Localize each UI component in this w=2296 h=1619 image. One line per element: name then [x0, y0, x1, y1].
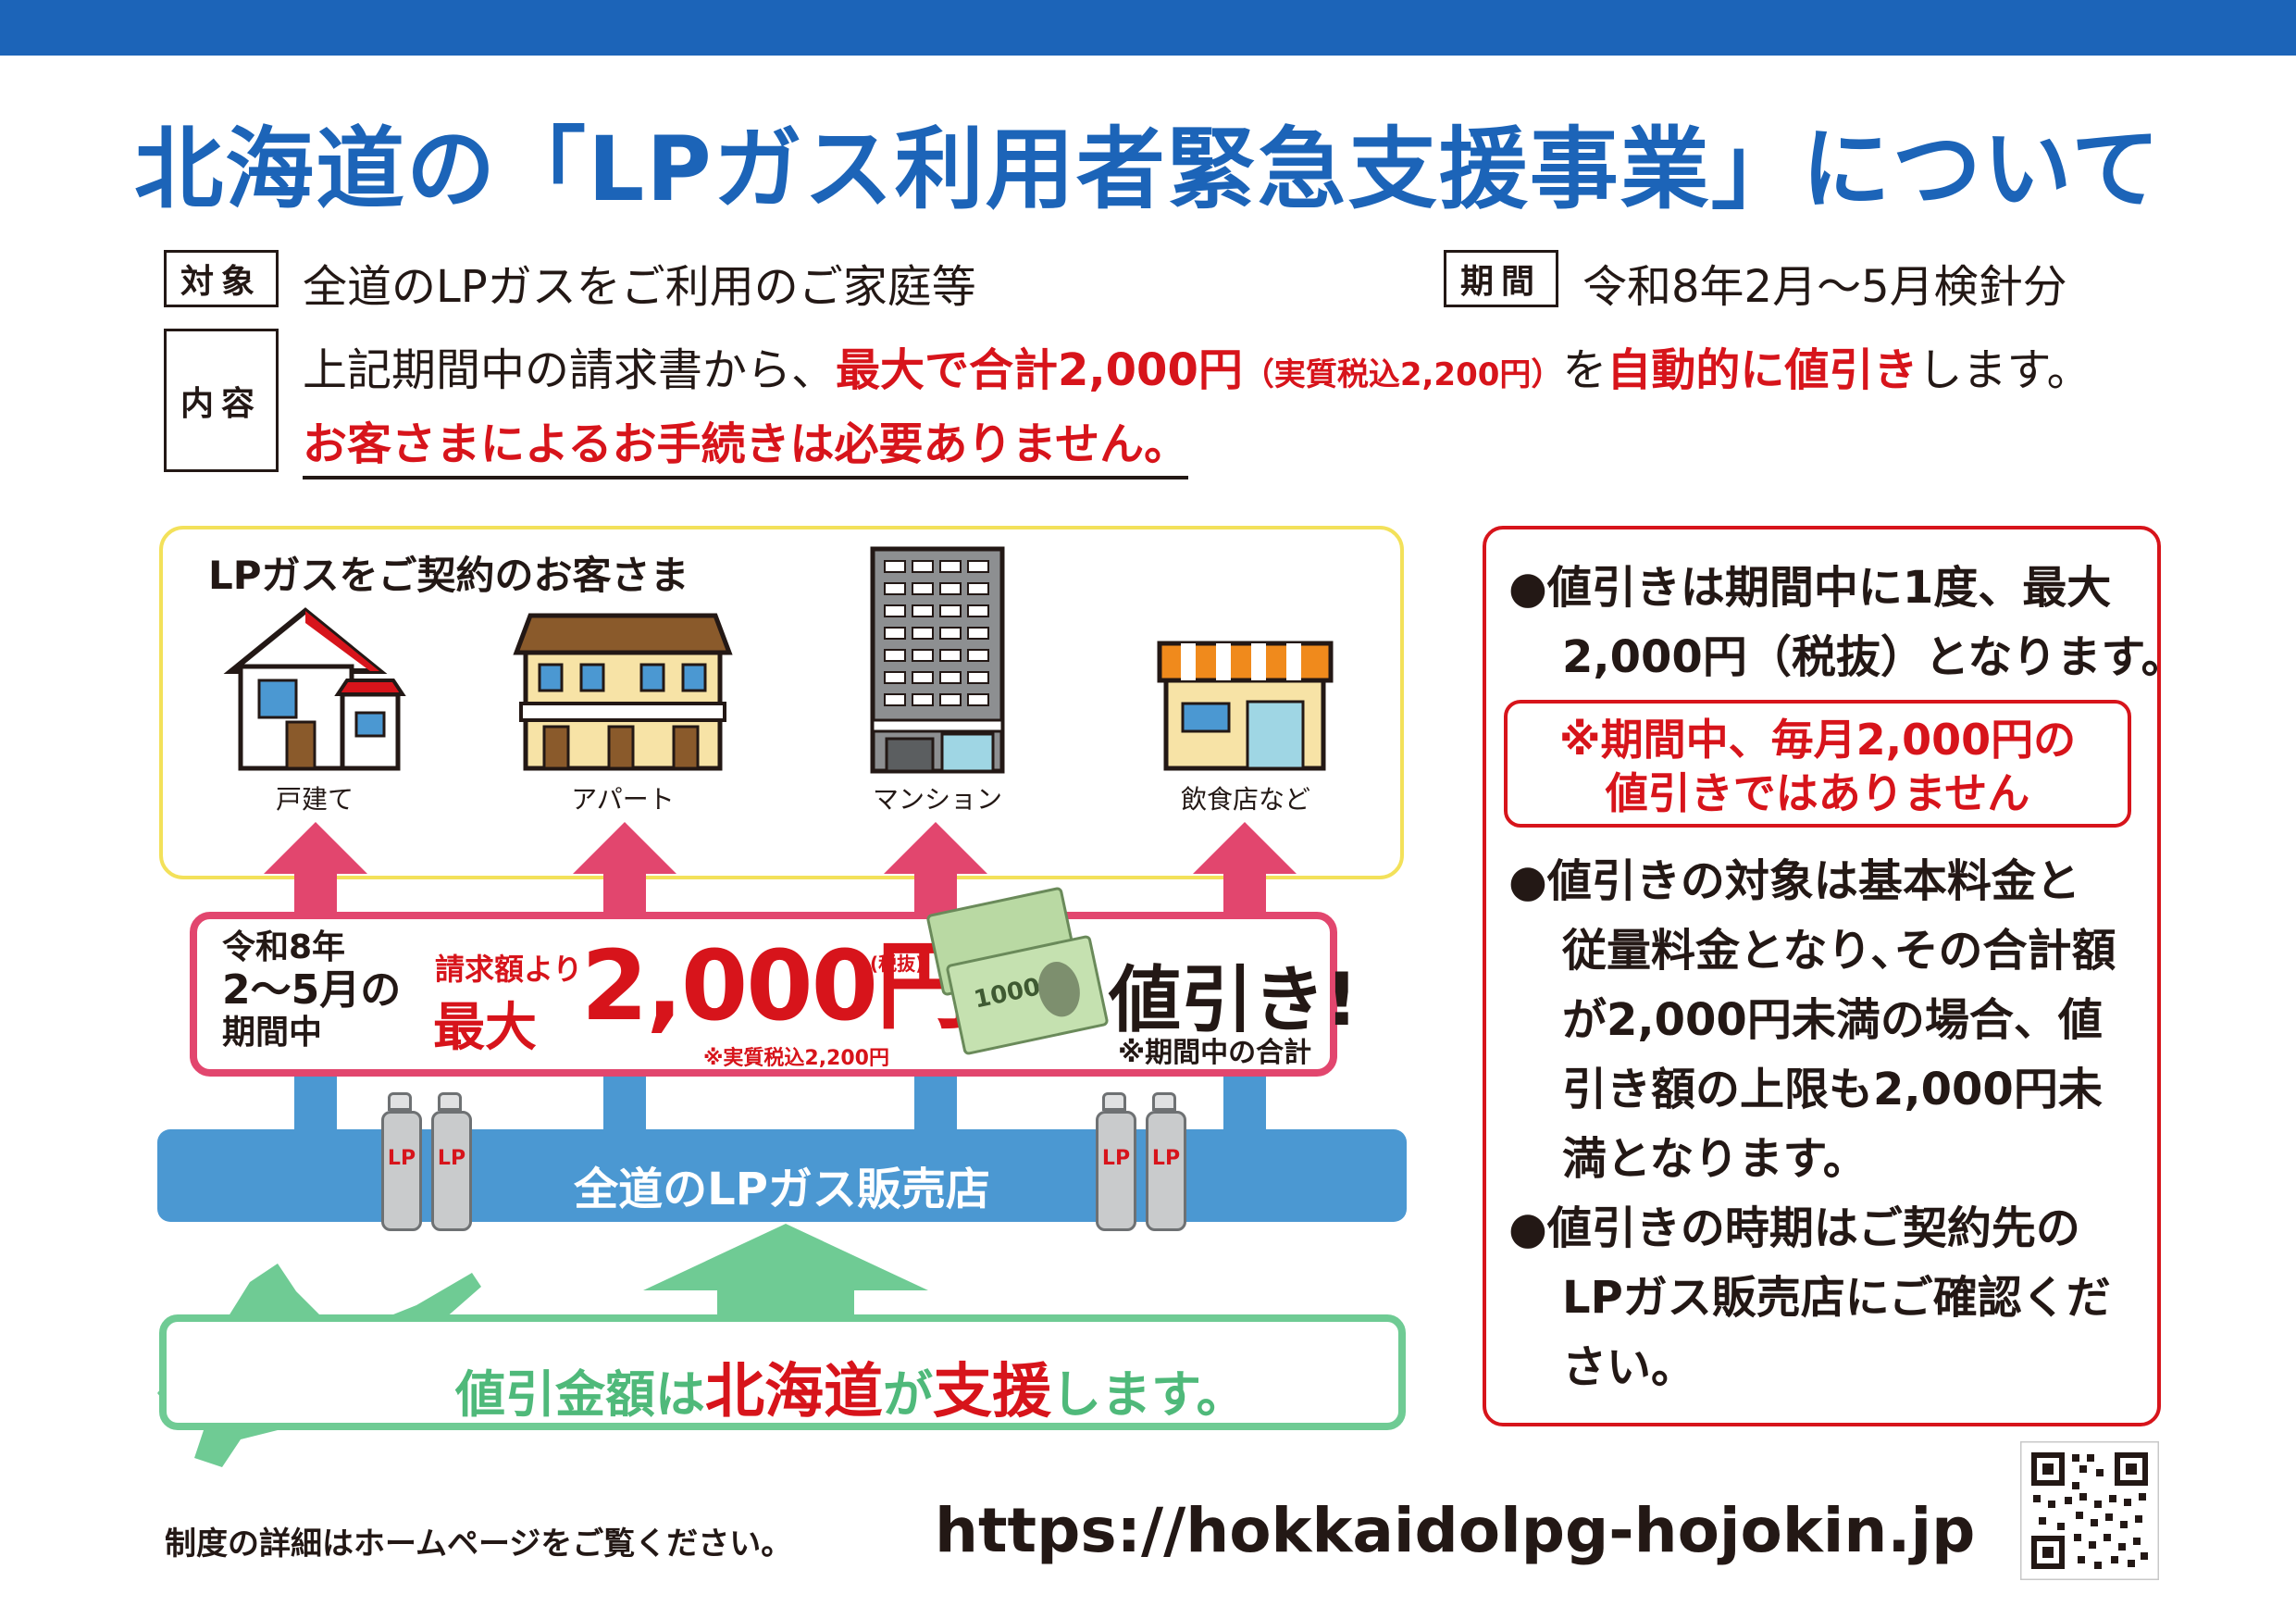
tax-note: (税抜) — [870, 953, 925, 975]
note-line: 満となります。 — [1562, 1133, 1868, 1185]
content-text-max: 最大で合計2,000円 — [836, 344, 1243, 396]
support-text-a: 値引金額は — [455, 1365, 705, 1424]
flow-stem-3 — [914, 1074, 957, 1131]
content-line-2: お客さまによるお手続きは必要ありません。 — [303, 407, 1189, 479]
discount-box — [190, 912, 1337, 1077]
note-bullet-2: ●値引きの対象は基本料金と 従量料金となり､その合計額 が2,000円未満の場合… — [1508, 847, 2116, 1194]
cylinder-label: LP — [1101, 1147, 1131, 1170]
building-label-apartment: アパート — [571, 784, 675, 815]
customers-title: LPガスをご契約のお客さま — [208, 553, 689, 598]
flow-stem-1 — [294, 1074, 337, 1131]
apartment-icon — [513, 613, 733, 771]
arrow-up-icon — [264, 822, 367, 874]
note-line: 2,000円（税抜）となります。 — [1562, 631, 2186, 683]
banknote-denomination: 1000 — [971, 973, 1043, 1015]
content-line-1: 上記期間中の請求書から、最大で合計2,000円（実質税込2,200円）を自動的に… — [303, 333, 2091, 398]
content-label: 内容 — [164, 329, 279, 472]
flow-stem-4 — [1223, 1074, 1266, 1131]
arrow-up-icon — [1193, 822, 1297, 874]
cylinder-label: LP — [1151, 1147, 1181, 1170]
gas-cylinder-icon: LP — [1096, 1092, 1136, 1231]
period-block: 令和8年 2～5月の 期間中 — [222, 928, 401, 1052]
arrow-stem-3 — [914, 870, 957, 915]
notice-line: ※期間中、毎月2,000円の — [1558, 715, 2077, 765]
support-text-hokkaido: 北海道 — [705, 1358, 883, 1426]
note-line: ●値引きは期間中に1度、最大 — [1508, 562, 2112, 614]
total-note: ※期間中の合計 — [1118, 1037, 1312, 1069]
homepage-link[interactable]: https://hokkaidolpg-hojokin.jp — [935, 1495, 1976, 1566]
note-line: ●値引きの対象は基本料金と — [1508, 855, 2080, 907]
tax-incl-note: ※実質税込2,200円 — [703, 1047, 889, 1070]
dealers-bar — [157, 1129, 1407, 1222]
period-line: 令和8年 — [222, 928, 346, 966]
content-text-tax: （実質税込2,200円） — [1242, 356, 1563, 393]
content-text-wo: を — [1562, 344, 1607, 396]
portrait-icon — [1033, 957, 1086, 1021]
flow-stem-2 — [603, 1074, 646, 1131]
support-text-end: します。 — [1051, 1365, 1247, 1424]
max-label: 最大 — [433, 998, 537, 1058]
target-label: 対象 — [164, 250, 279, 307]
notice-line: 値引きではありません — [1605, 768, 2030, 818]
house-icon — [223, 607, 406, 771]
discount-label: 値引き! — [1109, 959, 1359, 1042]
notice-box: ※期間中、毎月2,000円の 値引きではありません — [1504, 700, 2131, 828]
cylinder-label: LP — [387, 1147, 416, 1170]
arrow-up-icon — [573, 822, 676, 874]
arrow-stem-4 — [1223, 870, 1266, 915]
qr-code[interactable] — [2020, 1441, 2159, 1580]
content-text-auto: 自動的に値引き — [1607, 344, 1918, 396]
top-color-bar — [0, 0, 2296, 56]
gas-cylinder-icon: LP — [381, 1092, 422, 1231]
period-text: 令和8年2月～5月検針分 — [1582, 261, 2067, 313]
note-line: 従量料金となり､その合計額 — [1562, 925, 2116, 977]
dealers-label: 全道のLPガス販売店 — [574, 1164, 990, 1215]
building-label-house: 戸建て — [275, 784, 354, 815]
billing-label: 請求額より — [435, 952, 583, 987]
building-label-mansion: マンション — [872, 784, 1002, 815]
arrow-up-icon — [884, 822, 987, 874]
building-label-shop: 飲食店など — [1180, 784, 1310, 815]
cylinder-label: LP — [437, 1147, 466, 1170]
note-line: さい。 — [1562, 1341, 1696, 1393]
support-text-shien: 支援 — [933, 1358, 1051, 1426]
shop-icon — [1157, 641, 1334, 771]
note-bullet-3: ●値引きの時期はご契約先の LPガス販売店にご確認くだ さい。 — [1508, 1194, 2111, 1402]
note-line: LPガス販売店にご確認くだ — [1562, 1272, 2111, 1324]
arrow-stem-1 — [294, 870, 337, 915]
period-line: 期間中 — [222, 1014, 323, 1052]
period-label: 期間 — [1444, 250, 1558, 307]
content-text-a: 上記期間中の請求書から、 — [303, 344, 837, 396]
note-line: ●値引きの時期はご契約先の — [1508, 1202, 2080, 1254]
support-text: 値引金額は北海道が支援します。 — [455, 1344, 1247, 1429]
mansion-icon — [870, 546, 1005, 774]
support-box — [159, 1314, 1406, 1430]
support-text-ga: が — [883, 1365, 933, 1424]
target-text: 全道のLPガスをご利用のご家庭等 — [303, 261, 976, 313]
period-line: 2～5月の — [222, 966, 402, 1014]
note-line: が2,000円未満の場合、値 — [1562, 994, 2103, 1046]
note-line: 引き額の上限も2,000円未 — [1562, 1064, 2103, 1115]
footer-note: 制度の詳細はホームページをご覧ください。 — [165, 1526, 793, 1563]
gas-cylinder-icon: LP — [431, 1092, 472, 1231]
note-bullet-1: ●値引きは期間中に1度、最大 2,000円（税抜）となります。 — [1508, 554, 2186, 692]
page-title: 北海道の「LPガス利用者緊急支援事業」について — [134, 118, 2162, 221]
gas-cylinder-icon: LP — [1146, 1092, 1186, 1231]
notes-box — [1483, 526, 2161, 1426]
arrow-stem-2 — [603, 870, 646, 915]
arrow-up-icon — [643, 1224, 928, 1290]
content-text-end: します。 — [1917, 344, 2091, 396]
discount-amount: 2,000円 — [581, 929, 973, 1042]
